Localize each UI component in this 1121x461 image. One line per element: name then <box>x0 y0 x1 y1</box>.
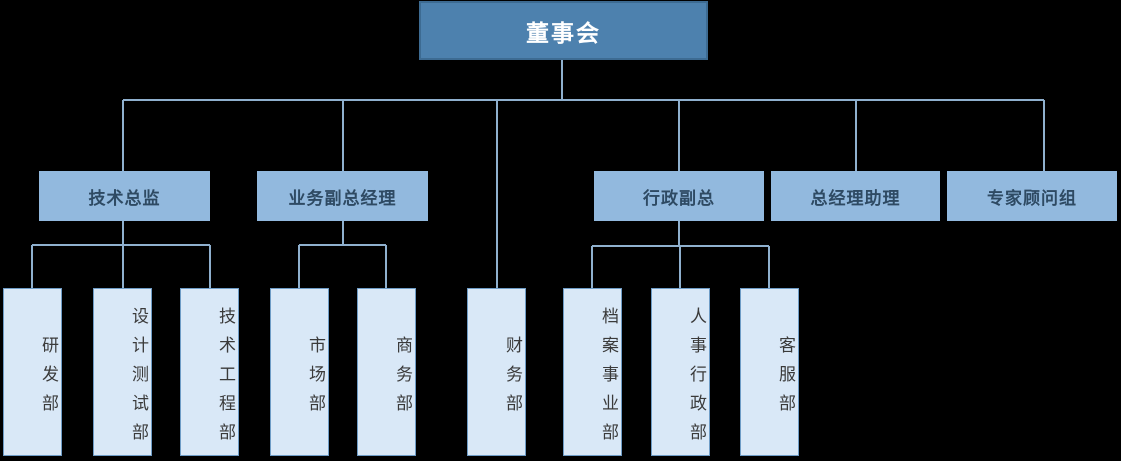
node-admin-deputy-gm[interactable]: 行政副总 <box>594 171 764 221</box>
node-rd-department[interactable]: 研发部 <box>3 288 62 456</box>
node-expert-advisory-group[interactable]: 专家顾问组 <box>947 171 1117 221</box>
node-finance-department[interactable]: 财务部 <box>467 288 526 456</box>
node-business-deputy-gm[interactable]: 业务副总经理 <box>257 171 428 221</box>
node-archives-department[interactable]: 档案事业部 <box>563 288 622 456</box>
node-hr-admin-department[interactable]: 人事行政部 <box>651 288 710 456</box>
node-gm-assistant[interactable]: 总经理助理 <box>771 171 940 221</box>
node-design-testing-department[interactable]: 设计测试部 <box>93 288 152 456</box>
node-technical-engineering-department[interactable]: 技术工程部 <box>180 288 239 456</box>
node-customer-service-department[interactable]: 客服部 <box>740 288 799 456</box>
node-board-of-directors[interactable]: 董事会 <box>419 1 708 60</box>
node-commerce-department[interactable]: 商务部 <box>357 288 416 456</box>
node-marketing-department[interactable]: 市场部 <box>270 288 329 456</box>
node-technical-director[interactable]: 技术总监 <box>39 171 210 221</box>
